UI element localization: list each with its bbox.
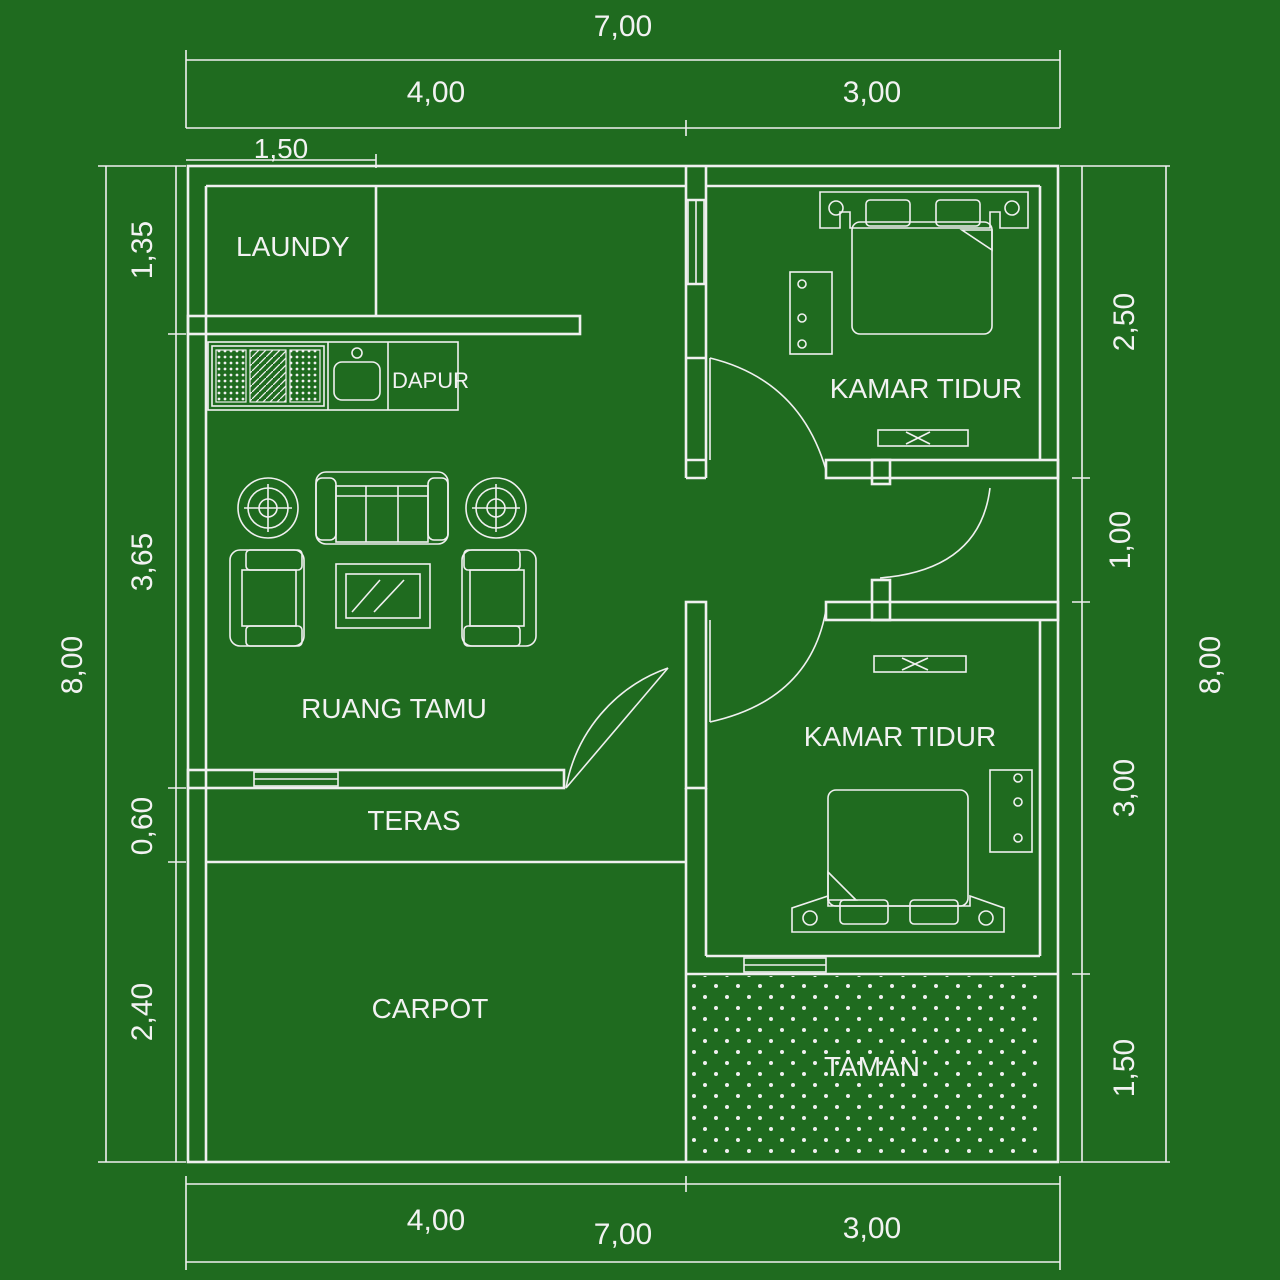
garden-area [688,976,1038,1160]
window-icon [743,957,827,973]
window-icon [253,771,339,787]
dim-right-total: 8,00 [1194,636,1227,694]
carport-label: CARPOT [372,993,489,1024]
dim-top-laundry: 1,50 [254,133,309,164]
door-icon [709,357,827,471]
wardrobe-icon [989,769,1033,853]
armchair-icon [461,549,537,647]
dim-top-total: 7,00 [594,10,652,43]
dim-right-bedroom-1: 2,50 [1108,293,1141,351]
wardrobe-icon [789,271,833,355]
window-icon [687,199,705,285]
lamp-icon [237,477,299,539]
stove-icon [211,345,325,407]
dim-bottom-total: 7,00 [594,1218,652,1251]
dim-top-left: 4,00 [407,76,465,109]
dim-left-total: 8,00 [56,636,89,694]
terrace-label: TERAS [367,805,460,836]
bed-icon [791,789,1005,933]
dim-right-garden: 1,50 [1108,1039,1141,1097]
garden-label: TAMAN [824,1051,920,1082]
dim-right-corridor: 1,00 [1104,511,1137,569]
armchair-icon [229,549,305,647]
dim-left-carport: 2,40 [126,983,159,1041]
lamp-icon [465,477,527,539]
door-icon [565,667,669,789]
wardrobe-icon [877,429,969,447]
dimension-lines [98,50,1170,1270]
dim-left-living: 3,65 [126,533,159,591]
sink-icon [333,347,381,401]
table-icon [335,563,431,629]
dim-left-laundry: 1,35 [126,221,159,279]
dim-top-right: 3,00 [843,76,901,109]
door-icon [709,609,827,723]
door-icon [879,487,991,579]
dim-bottom-left: 4,00 [407,1204,465,1237]
sofa-icon [315,471,449,545]
wardrobe-icon [873,655,967,673]
dim-left-terrace: 0,60 [126,797,159,855]
dim-bottom-right: 3,00 [843,1212,901,1245]
bed-icon [819,191,1029,335]
bedroom-1-label: KAMAR TIDUR [830,373,1022,404]
dim-right-bedroom-2: 3,00 [1108,759,1141,817]
kitchen-counter [207,341,459,411]
living-room-label: RUANG TAMU [301,693,487,724]
bedroom-2-label: KAMAR TIDUR [804,721,996,752]
laundry-label: LAUNDY [236,231,350,262]
kitchen-label: DAPUR [392,368,469,393]
